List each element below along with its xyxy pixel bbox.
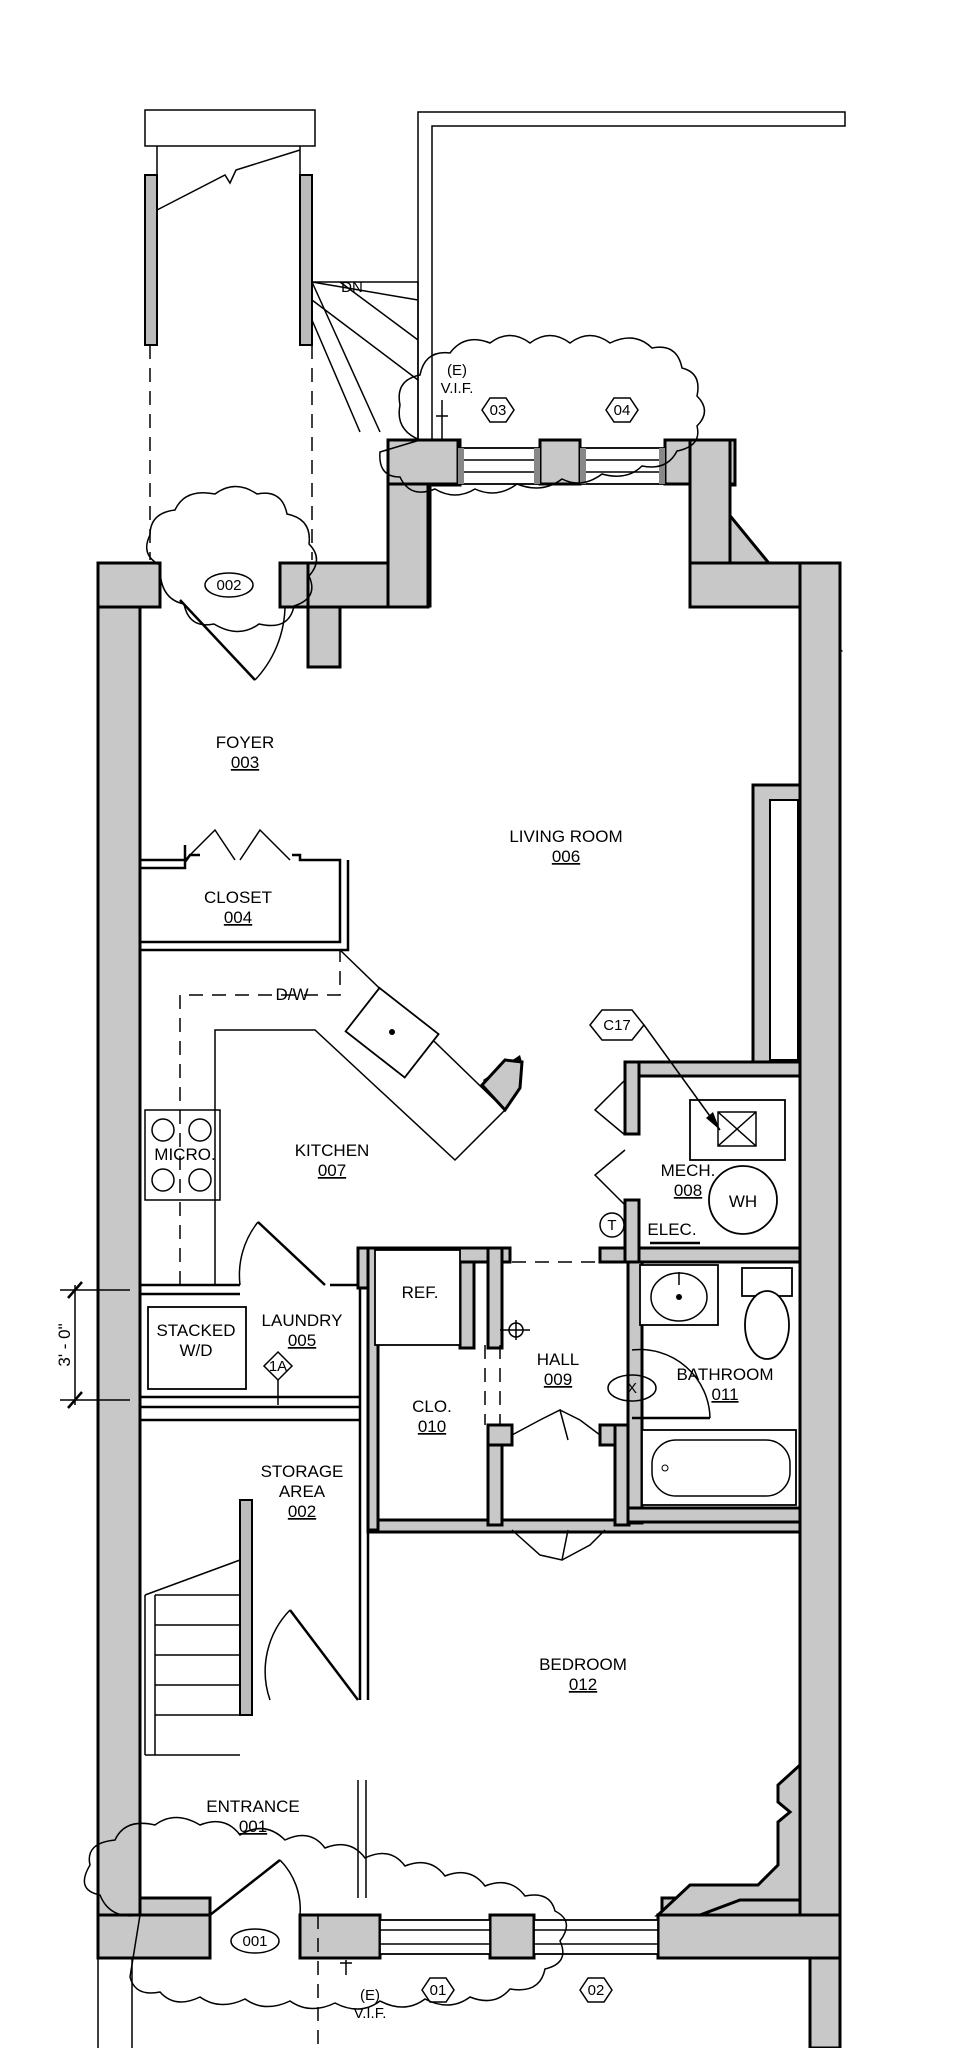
bathroom-fixtures: X	[500, 1264, 797, 1506]
room-number-mech: 008	[674, 1181, 702, 1200]
room-name-hall: HALL	[537, 1350, 580, 1369]
room-number-bedroom: 012	[569, 1675, 597, 1694]
room-name-storage-2: AREA	[279, 1482, 326, 1501]
bottom-property	[97, 400, 842, 2048]
laundry-fixtures: STACKED W/D 1A	[147, 1306, 294, 1405]
mech-fixtures: WH ELEC. T C17	[589, 1009, 786, 1245]
room-name-kitchen: KITCHEN	[295, 1141, 370, 1160]
interior-walls	[140, 845, 802, 1898]
room-name-bathroom: BATHROOM	[677, 1365, 774, 1384]
wh-label: WH	[729, 1192, 757, 1211]
room-number-foyer: 003	[231, 753, 259, 772]
bottom-windows	[379, 1919, 659, 1955]
room-name-laundry: LAUNDRY	[262, 1311, 343, 1330]
window-tag-01: 01	[430, 1982, 447, 1999]
vif-top-e: (E)	[447, 362, 467, 379]
room-number-entrance: 001	[239, 1817, 267, 1836]
x-tag: X	[627, 1380, 637, 1397]
room-name-mech: MECH.	[661, 1161, 716, 1180]
dimension-label: 3' - 0"	[55, 1323, 74, 1366]
kitchen-fixtures: MICRO. D/W REF.	[144, 949, 524, 1346]
room-number-laundry: 005	[288, 1331, 316, 1350]
laundry-tag-1a: 1A	[269, 1358, 287, 1375]
revision-clouds	[83, 334, 706, 2010]
vif-bottom-e: (E)	[360, 1987, 380, 2004]
door-tag-002: 002	[216, 577, 241, 594]
room-number-storage: 002	[288, 1502, 316, 1521]
stair-dn-label: DN	[341, 279, 363, 296]
room-name-storage-1: STORAGE	[261, 1462, 344, 1481]
room-name-bedroom: BEDROOM	[539, 1655, 627, 1674]
doors	[179, 599, 711, 1916]
room-labels: FOYER 003 CLOSET 004 LIVING ROOM 006 KIT…	[204, 733, 774, 1836]
room-name-clo: CLO.	[412, 1397, 452, 1416]
room-name-closet: CLOSET	[204, 888, 272, 907]
wd-label: W/D	[179, 1341, 212, 1360]
elec-label: ELEC.	[647, 1220, 696, 1239]
window-tag-02: 02	[588, 1982, 605, 1999]
property-line	[417, 111, 846, 440]
micro-label: MICRO.	[154, 1145, 215, 1164]
room-number-closet: 004	[224, 908, 252, 927]
ref-label: REF.	[402, 1283, 439, 1302]
room-number-hall: 009	[544, 1370, 572, 1389]
vif-bottom: V.I.F.	[354, 2005, 387, 2022]
front-stair: DN	[144, 109, 419, 560]
thermostat-label: T	[607, 1217, 616, 1234]
room-name-foyer: FOYER	[216, 733, 275, 752]
window-tag-04: 04	[614, 402, 631, 419]
room-name-living: LIVING ROOM	[509, 827, 622, 846]
room-name-entrance: ENTRANCE	[206, 1797, 300, 1816]
stacked-label: STACKED	[156, 1321, 235, 1340]
room-number-bathroom: 011	[711, 1385, 738, 1404]
tags: 03 04 01 02 002 001 (E) V.I.F. (E) V.I.F…	[204, 362, 639, 2022]
dimension-3ft: 3' - 0"	[55, 1281, 130, 1409]
room-number-clo: 010	[418, 1417, 446, 1436]
room-number-living: 006	[552, 847, 580, 866]
dw-label: D/W	[275, 985, 308, 1004]
basement-stair	[144, 1499, 253, 1756]
walls	[96, 438, 842, 1960]
vif-top: V.I.F.	[441, 380, 474, 397]
window-tag-03: 03	[490, 402, 507, 419]
c17-tag: C17	[603, 1017, 631, 1034]
top-windows	[457, 447, 666, 485]
door-tag-001: 001	[242, 1933, 267, 1950]
room-number-kitchen: 007	[318, 1161, 346, 1180]
